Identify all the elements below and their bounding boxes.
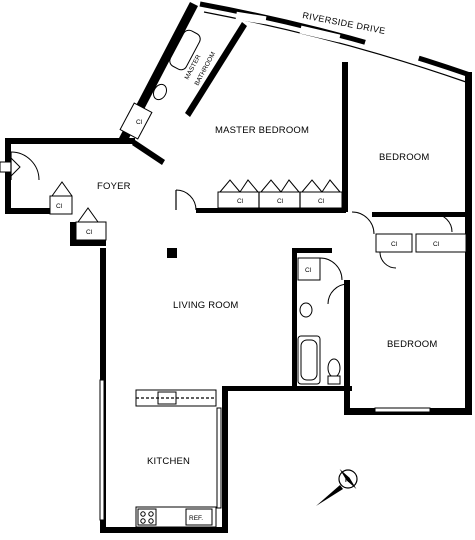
upper-bedroom-details: Cl Cl [351,211,467,269]
room-label-bedroom-lower: BEDROOM [387,339,438,350]
entry-arrow-icon [0,155,21,179]
closet-label: Cl [86,229,93,236]
closet-label: Cl [391,241,398,248]
closet-label: Cl [237,198,244,205]
room-label-foyer: FOYER [97,181,131,192]
closet-label: Cl [136,119,143,126]
compass-north-label: N [345,477,350,484]
closet-label: Cl [305,267,312,274]
closet-label: Cl [277,198,284,205]
second-bathroom: Cl [297,257,349,385]
compass-icon: N [316,469,358,506]
room-label-living-room: LIVING ROOM [173,300,239,311]
room-label-master-bedroom: MASTER BEDROOM [215,125,309,136]
foyer-details: Cl Cl [0,151,197,258]
kitchen-details: REF. [135,389,217,528]
closet-label: Cl [318,198,325,205]
refrigerator-label: REF. [189,515,203,522]
exterior-walls [5,1,472,533]
room-labels: MASTER BEDROOM BEDROOM FOYER LIVING ROOM… [97,125,438,467]
stove-icon [137,508,157,526]
windows [99,379,431,521]
room-label-bedroom-upper: BEDROOM [379,152,430,163]
room-label-kitchen: KITCHEN [147,456,190,467]
refrigerator [185,508,213,526]
closet-label: Cl [433,241,440,248]
closet-label: Cl [56,203,63,210]
master-bedroom-closets: Cl Cl Cl [217,179,343,209]
